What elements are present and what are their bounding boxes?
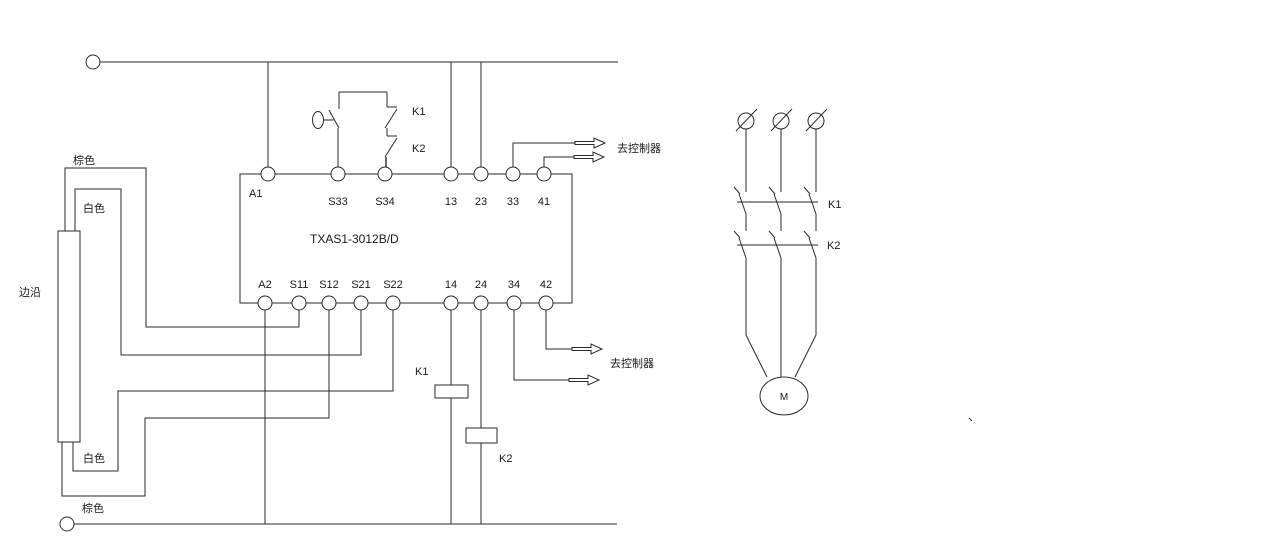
terminal-label-a1: A1 xyxy=(249,188,262,200)
terminal-label-s33: S33 xyxy=(328,196,348,208)
terminal-label-23: 23 xyxy=(475,196,487,208)
pushbutton-actuator-icon xyxy=(312,111,324,129)
terminal-label-42: 42 xyxy=(540,279,552,291)
wire-color-label-white-bottom: 白色 xyxy=(83,451,105,465)
supply-terminal-icon xyxy=(85,54,101,70)
terminal-label-41: 41 xyxy=(538,196,550,208)
wire-color-label-brown-bottom: 棕色 xyxy=(82,501,104,515)
motor: M xyxy=(759,376,809,416)
relay-model-label: TXAS1-3012B/D xyxy=(310,232,399,246)
k2-nc-contact-label: K2 xyxy=(412,143,425,155)
output-41-to-controller xyxy=(543,151,606,167)
k1-nc-contact-label: K1 xyxy=(412,106,425,118)
k1-nc-contact: K1 xyxy=(384,92,425,129)
output-33-to-controller xyxy=(512,137,607,167)
terminal-label-34: 34 xyxy=(508,279,520,291)
to-controller-label-top: 去控制器 xyxy=(617,141,661,155)
k2-main-contacts: K2 xyxy=(733,230,840,259)
wire-brown-top-to-s11 xyxy=(64,167,300,328)
terminal-41 xyxy=(536,166,552,182)
motor-symbol xyxy=(759,376,809,416)
supply-terminal-icon xyxy=(59,516,75,532)
output-42-to-controller xyxy=(545,310,604,355)
to-controller-label-bottom: 去控制器 xyxy=(610,356,654,370)
relay-module-box: TXAS1-3012B/D xyxy=(239,173,573,304)
terminal-14 xyxy=(443,295,459,311)
k2-nc-contact: K2 xyxy=(384,128,425,167)
terminal-42 xyxy=(538,295,554,311)
interstage-links xyxy=(745,214,817,231)
k2-coil-symbol xyxy=(465,427,498,444)
k1-coil-symbol xyxy=(434,384,469,399)
phase-drops xyxy=(745,129,817,192)
terminal-s12 xyxy=(321,295,337,311)
k1-coil-label: K1 xyxy=(415,366,428,378)
relay-bottom-terminals: A2 S11 S12 S21 S22 14 24 34 42 xyxy=(257,279,554,311)
k1-main-contacts: K1 xyxy=(733,186,841,215)
terminal-label-s22: S22 xyxy=(383,279,403,291)
k2-coil: K2 xyxy=(465,310,512,524)
k2-main-contacts-label: K2 xyxy=(827,240,840,252)
terminal-label-33: 33 xyxy=(507,196,519,208)
edge-sensor: 边沿 xyxy=(19,230,81,443)
terminal-24 xyxy=(473,295,489,311)
terminal-label-13: 13 xyxy=(445,196,457,208)
wire-white-top-to-s21 xyxy=(74,188,362,356)
terminal-s11 xyxy=(291,295,307,311)
edge-sensor-body xyxy=(57,230,81,443)
wire-white-bottom-to-s22 xyxy=(72,310,394,472)
terminal-label-a2: A2 xyxy=(258,279,271,291)
edge-sensor-label: 边沿 xyxy=(19,286,41,299)
terminal-a2 xyxy=(257,295,273,311)
terminal-33 xyxy=(505,166,521,182)
terminal-label-s21: S21 xyxy=(351,279,371,291)
terminal-label-14: 14 xyxy=(445,279,457,291)
motor-leads xyxy=(745,258,817,378)
terminal-label-s34: S34 xyxy=(375,196,395,208)
terminal-s34 xyxy=(377,166,393,182)
stray-mark xyxy=(968,417,973,422)
terminal-s21 xyxy=(353,295,369,311)
terminal-label-s12: S12 xyxy=(319,279,339,291)
arrow-right-icon xyxy=(574,137,607,149)
bottom-power-rail xyxy=(59,516,617,532)
arrow-right-icon xyxy=(571,343,604,355)
terminal-34 xyxy=(506,295,522,311)
wire-color-label-white-top: 白色 xyxy=(83,201,105,215)
arrow-right-icon xyxy=(568,374,601,386)
wire-color-label-brown-top: 棕色 xyxy=(73,153,95,167)
terminal-23 xyxy=(473,166,489,182)
k1-coil: K1 xyxy=(415,310,469,524)
three-phase-supply-terminals xyxy=(735,108,828,132)
terminal-label-s11: S11 xyxy=(290,279,309,291)
output-34-to-controller xyxy=(513,310,601,386)
motor-label: M xyxy=(780,392,788,403)
k2-coil-label: K2 xyxy=(499,453,512,465)
top-power-rail xyxy=(85,54,618,70)
terminal-13 xyxy=(443,166,459,182)
arrow-right-icon xyxy=(573,151,606,163)
terminal-s22 xyxy=(385,295,401,311)
k1-main-contacts-label: K1 xyxy=(828,199,841,211)
terminal-a1 xyxy=(260,166,276,182)
terminal-s33 xyxy=(330,166,346,182)
wire-brown-bottom-to-s12 xyxy=(61,310,330,497)
reset-pushbutton xyxy=(312,92,340,167)
terminal-label-24: 24 xyxy=(475,279,487,291)
relay-top-terminals: A1 S33 S34 13 23 33 41 xyxy=(249,166,552,208)
